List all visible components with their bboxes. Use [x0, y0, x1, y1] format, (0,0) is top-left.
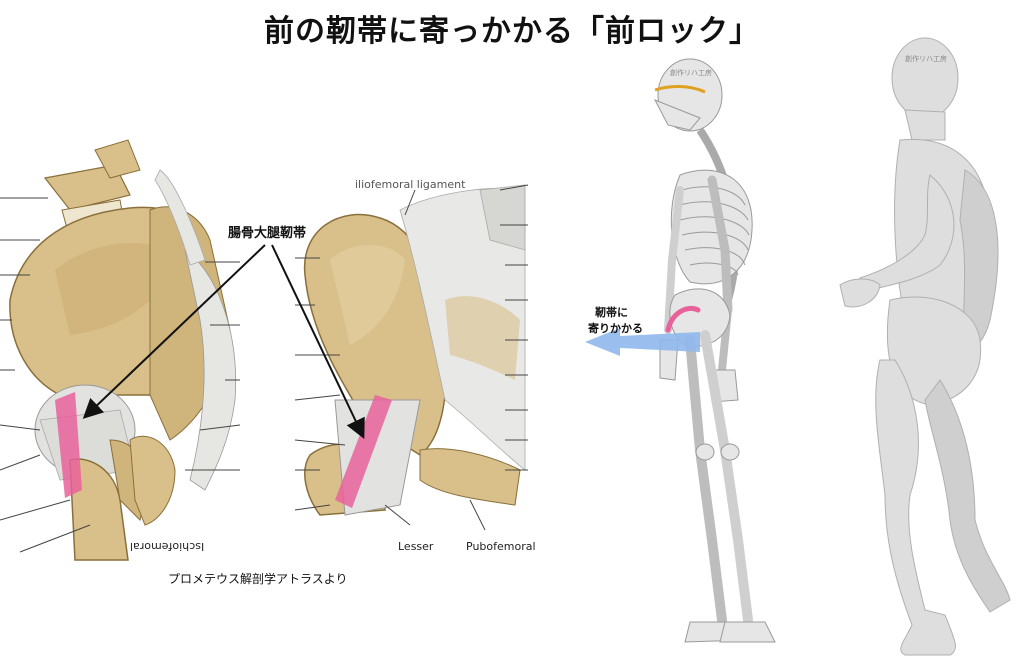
ischiofemoral-label: Ischiofemoral [130, 540, 205, 553]
lean-forward-arrow [585, 328, 700, 356]
pubofemoral-label: Pubofemoral [466, 540, 536, 553]
hip-ligament-highlight [665, 305, 701, 333]
top-ligament-label: iliofemoral ligament [355, 178, 466, 191]
lean-label-line2: 寄りかかる [588, 322, 643, 335]
watermark-mannequin: 創作リハ工房 [905, 55, 947, 63]
pelvis-anterior-view [0, 139, 241, 561]
ligament-label: 腸骨大腿靭帯 [228, 226, 307, 241]
pelvis-lateral-view [294, 184, 529, 531]
lean-label-line1: 靭帯に [595, 306, 628, 319]
source-caption: プロメテウス解剖学アトラスより [168, 572, 348, 586]
mannequin-figure [839, 37, 1011, 656]
lesser-label: Lesser [398, 540, 434, 553]
watermark-skeleton: 創作リハ工房 [670, 69, 712, 77]
ligament-pointer-arrows [82, 244, 365, 440]
page-title: 前の靭帯に寄っかかる「前ロック」 [264, 14, 760, 49]
skeleton-figure [653, 58, 776, 643]
